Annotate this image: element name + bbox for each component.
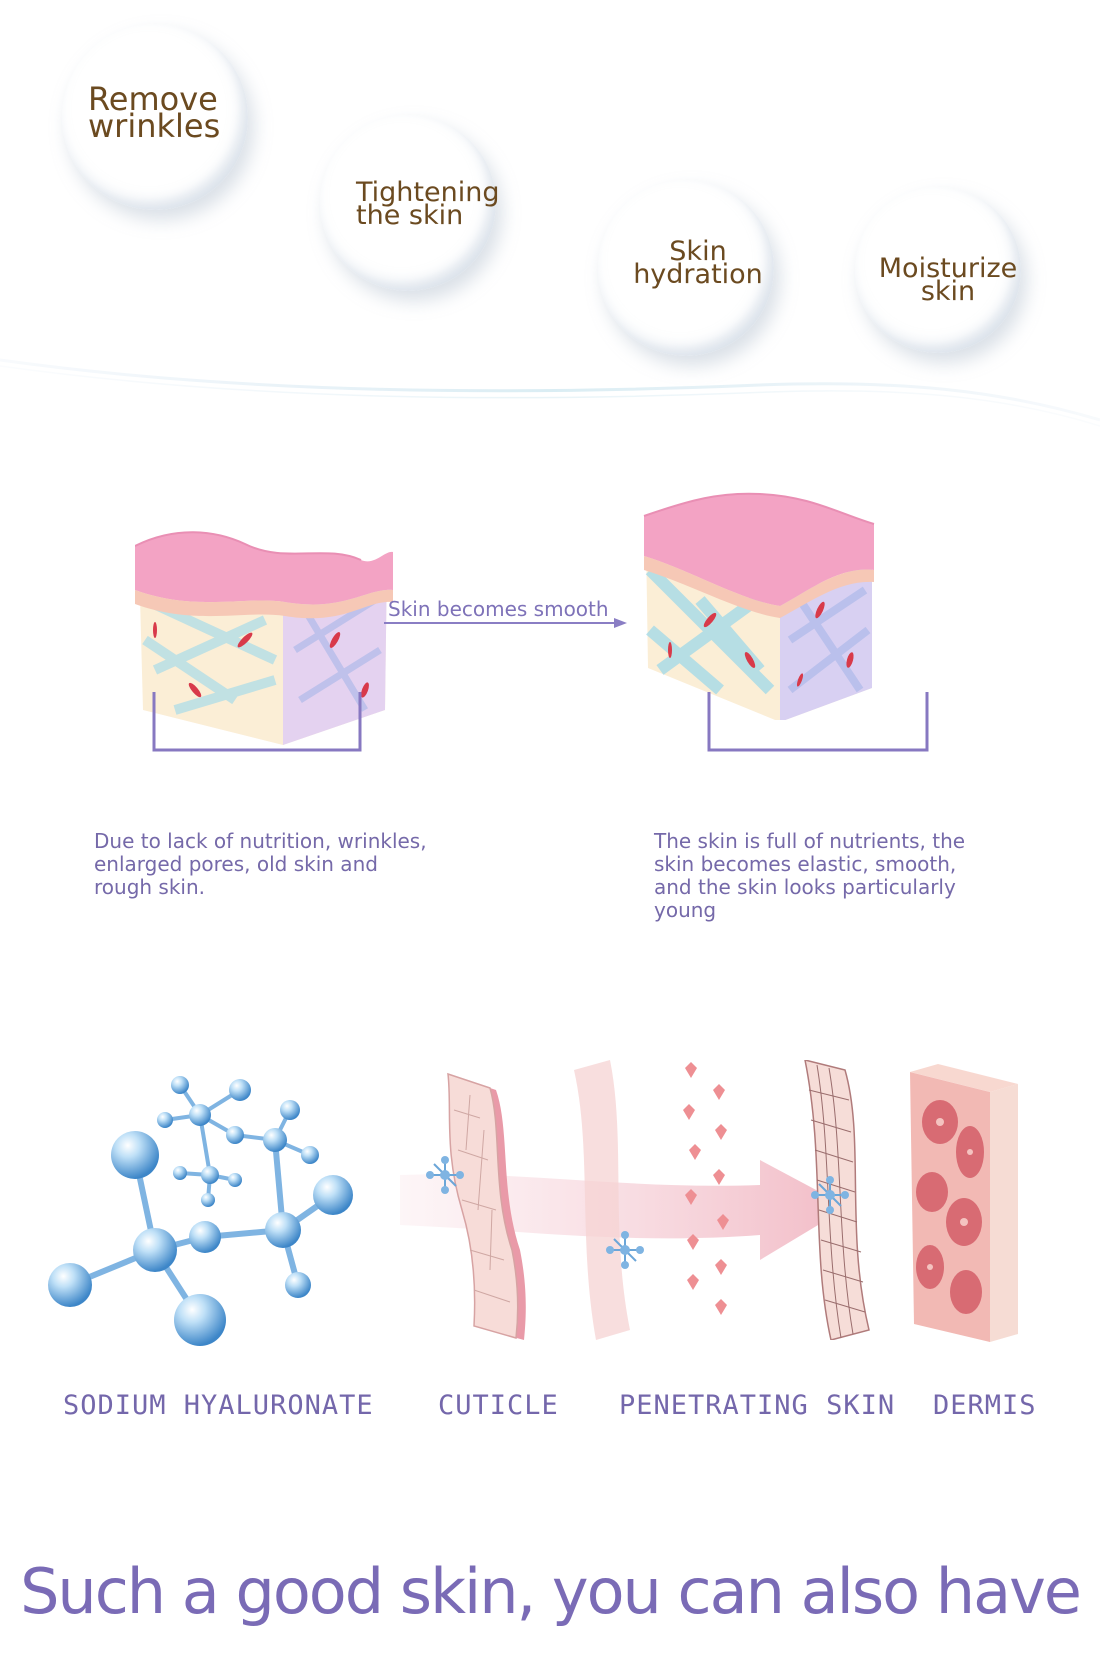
transition-arrow (384, 618, 627, 628)
molecule-illustration (48, 1076, 353, 1346)
decorative-wave (0, 358, 1100, 427)
penetrating-skin-layer-illustration (804, 1060, 870, 1340)
smooth-skin-block-illustration (643, 492, 875, 720)
penetration-flow-arrow (400, 1160, 848, 1260)
bubble-label-moisturize-skin: Moisturize skin (878, 253, 1018, 307)
dermis-layer-illustration (910, 1064, 1018, 1342)
bubble-moisturize-skin (855, 187, 1021, 353)
bubble-label-skin-hydration: Skin hydration (633, 236, 763, 290)
label-cuticle: CUTICLE (438, 1390, 559, 1421)
smooth-skin-description: The skin is full of nutrients, the skin … (654, 829, 966, 922)
small-molecule-icon-1 (426, 1156, 464, 1194)
label-penetrating-skin: PENETRATING SKIN (619, 1390, 896, 1421)
rough-skin-bracket (152, 692, 362, 752)
tagline: Such a good skin, you can also have (20, 1555, 1082, 1628)
nutrient-particles-illustration (683, 1062, 729, 1315)
bubble-label-tightening-skin: Tightening the skin (356, 177, 500, 231)
small-molecule-icon-3 (811, 1176, 849, 1214)
penetration-film-illustration (574, 1060, 630, 1340)
bubble-tightening-skin (320, 115, 496, 291)
skin-becomes-smooth-label: Skin becomes smooth (388, 597, 609, 621)
label-sodium-hyaluronate: SODIUM HYALURONATE (63, 1390, 374, 1421)
cuticle-layer-illustration (447, 1072, 526, 1340)
bubble-remove-wrinkles (62, 24, 248, 210)
bubble-label-remove-wrinkles: Remove wrinkles (88, 80, 221, 146)
bubble-skin-hydration (598, 180, 774, 356)
smooth-skin-bracket (707, 692, 929, 752)
label-dermis: DERMIS (933, 1390, 1037, 1421)
rough-skin-description: Due to lack of nutrition, wrinkles, enla… (94, 829, 427, 899)
small-molecule-icon-2 (606, 1231, 644, 1269)
